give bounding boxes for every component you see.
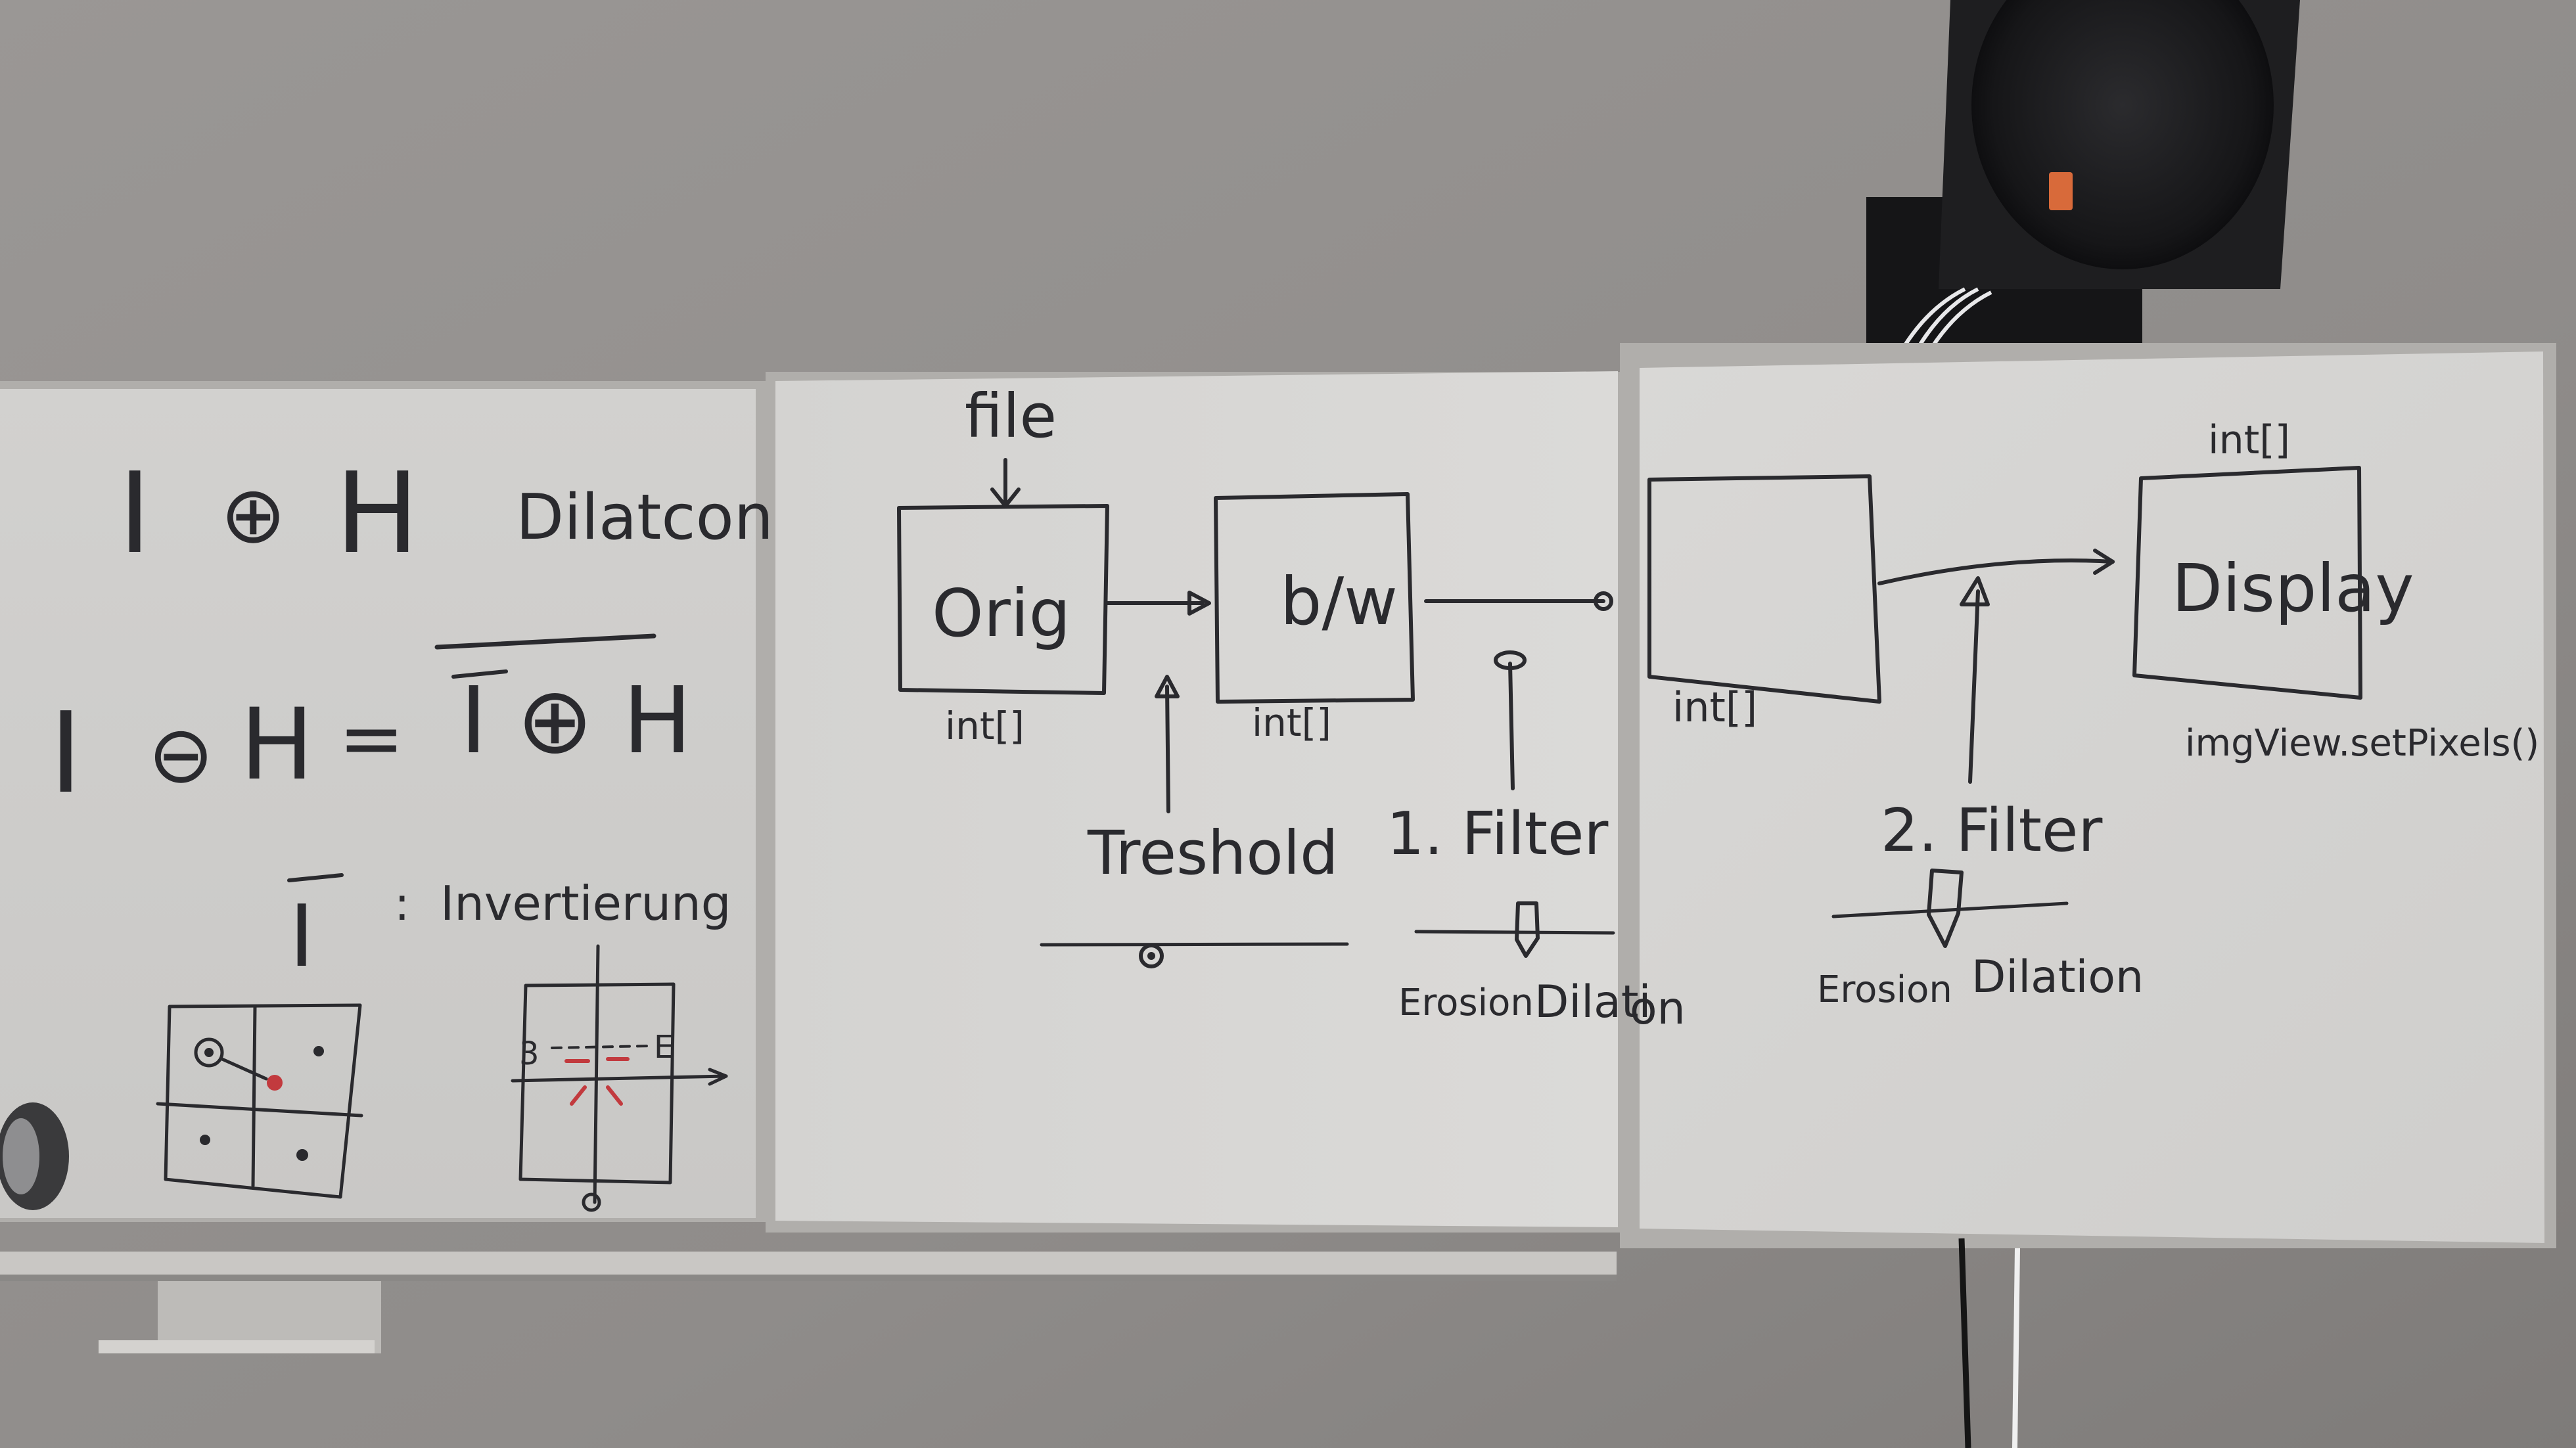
formula-symbol-i: I [118, 449, 151, 579]
display-box [2132, 466, 2362, 700]
threshold-control: Treshold [1040, 675, 1349, 968]
bw-box [1214, 492, 1415, 704]
file-label: file [965, 381, 1057, 451]
call-label: imgView.setPixels() [2185, 722, 2539, 765]
filter2-left-label: Erosion [1817, 968, 1952, 1011]
display-label: Display [2172, 550, 2414, 627]
arrow-bw-to-result [1424, 591, 1613, 611]
display-type: int[] [2208, 417, 2290, 463]
bw-label: b/w [1280, 563, 1398, 640]
speaker-logo [2049, 172, 2073, 210]
formula-symbol-h: H [335, 449, 419, 579]
inversion-legend: I : Invertierung [287, 873, 731, 986]
dilation-label: Dilatcon [516, 482, 773, 554]
filter1-right-label: Dilati [1534, 976, 1651, 1028]
orig-label: Orig [932, 575, 1070, 652]
equals-sign: = [338, 693, 405, 784]
right-mark: E [654, 1029, 674, 1066]
filter1-slider-track [1414, 930, 1615, 935]
colon: : [394, 877, 410, 931]
filter2-control: 2. Filter Erosion Dilation [1817, 576, 2144, 1011]
filter1-slider-knob [1515, 901, 1540, 958]
dilation-operator: ⊕ [220, 470, 287, 561]
filter2-slider-track [1831, 901, 2069, 918]
result-box [1647, 474, 1881, 704]
threshold-label: Treshold [1087, 818, 1339, 888]
speaker [1866, 0, 2300, 368]
bw-type: int[] [1252, 700, 1331, 745]
inverted-dilation: I ⊕ H [460, 667, 692, 775]
threshold-slider-knob [1139, 943, 1164, 968]
pipeline-stage-result: int[] [1647, 474, 1881, 731]
marker-tray [0, 1252, 1617, 1277]
overline [434, 633, 656, 650]
filter1-label: 1. Filter [1387, 800, 1608, 869]
cable [1958, 1238, 1971, 1448]
arrow [220, 1057, 268, 1081]
dilation-grid-sketch [156, 1003, 363, 1199]
inverted-symbol: I [289, 886, 314, 986]
erosion-formula: I ⊖ H = I ⊕ H [49, 633, 692, 819]
left-mark: 3 [519, 1035, 540, 1072]
filter2-right-label: Dilation [1971, 951, 2144, 1003]
arrow-result-to-display [1877, 549, 2115, 585]
formula-symbol-i: I [49, 689, 82, 819]
formula-symbol-h: H [240, 688, 314, 802]
right-board [1640, 351, 2544, 1243]
filter1-right-label-continued: on [1630, 983, 1686, 1035]
pipeline-stage-orig: file Orig int[] [897, 381, 1109, 748]
overline [287, 873, 344, 882]
filter2-slider-knob [1927, 869, 1964, 948]
coordinate-sketch: 3 E [511, 944, 728, 1212]
circle-marker [194, 1037, 224, 1068]
speaker-cone [1971, 0, 2274, 269]
arrow-orig-to-bw [1105, 591, 1211, 616]
threshold-slider-track [1040, 942, 1349, 947]
filter1-left-label: Erosion [1398, 982, 1534, 1024]
left-board [0, 389, 756, 1218]
orig-type: int[] [945, 704, 1024, 748]
orig-box [897, 504, 1109, 695]
eraser [0, 1102, 69, 1210]
dilation-formula: I ⊕ H Dilatcon [118, 449, 773, 579]
filter2-label: 2. Filter [1881, 796, 2102, 865]
pipeline-stage-bw: b/w int[] [1214, 492, 1415, 745]
result-type: int[] [1672, 683, 1757, 731]
filter1-control: 1. Filter Erosion Dilati [1387, 650, 1651, 1028]
red-dot [267, 1075, 283, 1091]
pipeline-stage-display: int[] Display imgView.setPixels() [2132, 417, 2539, 765]
inversion-label: Invertierung [440, 876, 731, 931]
erosion-operator: ⊖ [148, 710, 214, 801]
middle-board [775, 371, 1618, 1227]
overline [451, 669, 508, 679]
red-arrows [564, 1057, 630, 1106]
